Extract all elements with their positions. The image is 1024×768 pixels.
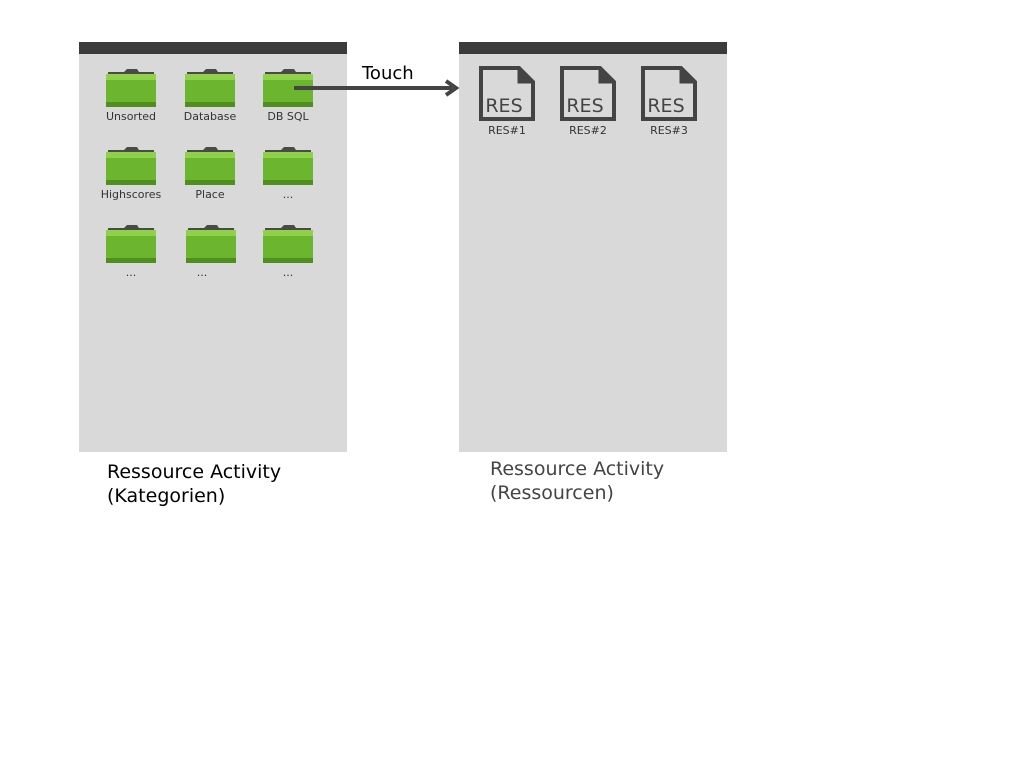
folder-place[interactable]: Place xyxy=(172,144,248,201)
folder-database[interactable]: Database xyxy=(172,66,248,123)
folder-label: ... xyxy=(282,188,294,201)
caption-subtitle: (Kategorien) xyxy=(107,485,226,507)
folder-label: Database xyxy=(183,110,237,123)
document-icon: RES xyxy=(560,66,616,121)
resource-label: RES#1 xyxy=(488,124,526,137)
caption-subtitle: (Ressourcen) xyxy=(490,482,614,504)
folder-icon xyxy=(186,225,236,263)
resource-screen: RES RES#1 RES RES#2 RES RES#3 xyxy=(459,42,727,452)
document-icon: RES xyxy=(641,66,697,121)
folder-icon xyxy=(263,225,313,263)
folder-icon xyxy=(263,147,313,185)
resource-label: RES#3 xyxy=(650,124,688,137)
folder-label: ... xyxy=(196,266,208,279)
folder-icon xyxy=(106,69,156,107)
resource-item[interactable]: RES RES#2 xyxy=(553,66,623,137)
folder-more[interactable]: ... xyxy=(164,222,240,279)
resource-icon-text: RES xyxy=(485,95,522,117)
resource-item[interactable]: RES RES#1 xyxy=(472,66,542,137)
folder-icon xyxy=(263,69,313,107)
folder-label: ... xyxy=(282,266,294,279)
caption-title: Ressource Activity xyxy=(490,458,665,480)
document-icon: RES xyxy=(479,66,535,121)
caption-title: Ressource Activity xyxy=(107,461,282,483)
resource-screen-caption: Ressource Activity (Ressourcen) xyxy=(490,457,664,505)
folder-icon xyxy=(185,69,235,107)
folder-highscores[interactable]: Highscores xyxy=(93,144,169,201)
category-screen-caption: Ressource Activity (Kategorien) xyxy=(107,460,281,508)
folder-label: Unsorted xyxy=(105,110,157,123)
resource-item[interactable]: RES RES#3 xyxy=(634,66,704,137)
folder-label: Highscores xyxy=(100,188,162,201)
title-bar xyxy=(79,42,347,54)
resource-icon-text: RES xyxy=(566,95,603,117)
folder-more[interactable]: ... xyxy=(93,222,169,279)
category-screen: Unsorted Database DB SQL Highscores xyxy=(79,42,347,452)
folder-icon xyxy=(106,147,156,185)
folder-label: ... xyxy=(125,266,137,279)
folder-label: DB SQL xyxy=(267,110,309,123)
title-bar xyxy=(459,42,727,54)
resource-label: RES#2 xyxy=(569,124,607,137)
folder-more[interactable]: ... xyxy=(250,144,326,201)
folder-more[interactable]: ... xyxy=(250,222,326,279)
folder-icon xyxy=(185,147,235,185)
folder-label: Place xyxy=(195,188,225,201)
resource-icon-text: RES xyxy=(647,95,684,117)
arrow-label: Touch xyxy=(362,63,414,84)
folder-db-sql[interactable]: DB SQL xyxy=(250,66,326,123)
folder-unsorted[interactable]: Unsorted xyxy=(93,66,169,123)
folder-icon xyxy=(106,225,156,263)
